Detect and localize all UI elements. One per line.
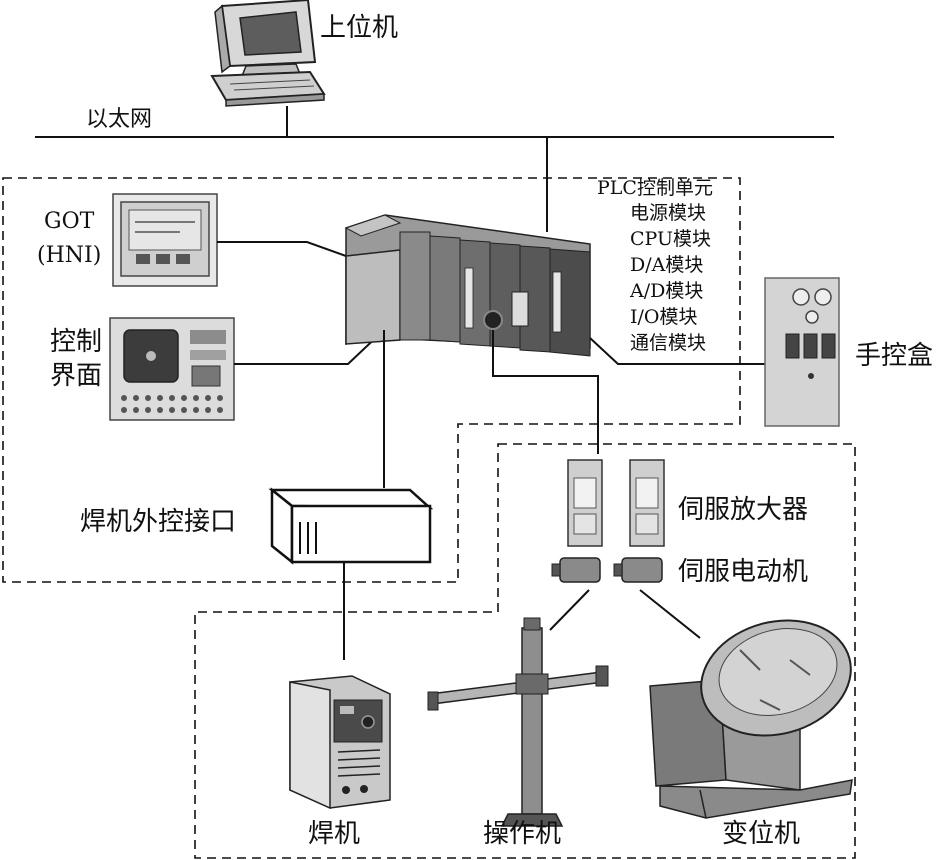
plc-module-label: 电源模块 xyxy=(630,202,706,224)
motor1-to-manipulator-line xyxy=(549,589,590,631)
control-panel-icon xyxy=(109,317,235,421)
got-label-line2: (HNI) xyxy=(37,243,101,268)
welder-label: 焊机 xyxy=(308,819,360,849)
positioner-label: 变位机 xyxy=(722,819,800,849)
pendant-icon xyxy=(764,277,840,427)
control-panel-label-line2: 界面 xyxy=(50,361,102,391)
got-to-plc-line xyxy=(217,241,347,257)
plc-module-label: A/D模块 xyxy=(629,280,703,302)
manipulator-label: 操作机 xyxy=(483,819,561,849)
servo-amplifier-1-icon xyxy=(567,459,603,547)
host-computer-icon xyxy=(210,0,326,107)
host-pc-label: 上位机 xyxy=(320,13,398,43)
ethernet-label: 以太网 xyxy=(86,107,152,132)
plc-module-label: I/O模块 xyxy=(630,306,697,328)
plc-module-label: 通信模块 xyxy=(630,332,706,354)
servo-motor-2-icon xyxy=(613,557,663,583)
control-panel-label-line1: 控制 xyxy=(50,327,102,357)
plc-module-label: CPU模块 xyxy=(630,228,711,250)
plc-module-label: D/A模块 xyxy=(630,254,703,276)
welder-icon xyxy=(289,675,391,810)
motor2-to-positioner-line xyxy=(639,589,701,639)
servo-motor-1-icon xyxy=(551,557,601,583)
welder-interface-label: 焊机外控接口 xyxy=(80,507,236,537)
servo-amplifier-2-icon xyxy=(629,459,665,547)
field-region-boundary xyxy=(194,443,856,859)
plc-to-servo-line xyxy=(492,330,599,454)
welder-interface-icon xyxy=(268,487,434,565)
servo-motor-label: 伺服电动机 xyxy=(678,557,808,587)
pendant-label: 手控盒 xyxy=(855,341,933,371)
positioner-icon xyxy=(649,619,853,819)
control-region-boundary xyxy=(2,177,741,583)
servo-amplifier-label: 伺服放大器 xyxy=(678,495,808,525)
plc-rack-icon xyxy=(344,214,591,357)
plc-unit-label: PLC控制单元 xyxy=(597,177,713,199)
got-panel-icon xyxy=(112,193,218,287)
got-label-line1: GOT xyxy=(44,209,95,234)
plc-to-pendant-line xyxy=(589,337,806,365)
manipulator-icon xyxy=(427,617,609,827)
